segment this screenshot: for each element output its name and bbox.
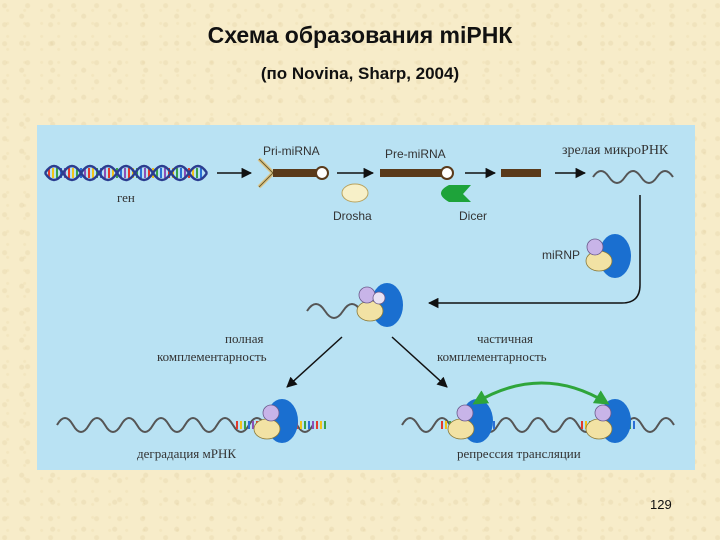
mirnp-on-mrna-left	[447, 399, 493, 443]
pre-mirna-hairpin	[380, 166, 454, 180]
mature-mirna-label: зрелая микроРНК	[562, 143, 669, 158]
mirnp-with-mirna	[306, 283, 403, 327]
pri-mirna-hairpin	[257, 157, 329, 189]
full-complementarity-label-line2: комплементарность	[157, 349, 267, 364]
page-number: 129	[650, 497, 672, 512]
arrow-to-full-complementarity	[286, 336, 343, 388]
degradation-label: деградация мРНК	[137, 446, 236, 461]
drosha-protein	[341, 183, 369, 203]
partial-complementarity-label-line1: частичная	[477, 331, 533, 346]
gene-dna-helix	[43, 164, 209, 182]
slide-title: Схема образования miРНК	[207, 22, 513, 48]
mirnp-on-mrna-degradation	[253, 399, 298, 443]
arrow-mature-to-mirnp-curve	[427, 195, 641, 309]
partial-complementarity-label-line2: комплементарность	[437, 349, 547, 364]
full-complementarity-label-line1: полная	[225, 331, 264, 346]
pre-mirna-label: Pre-miRNA	[385, 147, 446, 161]
mirnp-complex	[585, 234, 631, 278]
mirnp-label: miRNP	[542, 248, 580, 262]
mature-mirna-strand	[592, 170, 674, 184]
arrow-to-partial-complementarity	[391, 336, 448, 388]
green-double-arrow	[472, 381, 610, 405]
mirna-duplex	[501, 169, 541, 177]
dicer-protein	[441, 185, 471, 202]
dicer-label: Dicer	[459, 209, 487, 223]
drosha-label: Drosha	[333, 209, 372, 223]
slide-subtitle: (по Novina, Sharp, 2004)	[260, 64, 460, 83]
mirna-biogenesis-diagram: ген Pri-miRNA Drosha Pre-miRNA Dicer зре…	[37, 125, 695, 470]
repression-label: репрессия трансляции	[457, 446, 581, 461]
pri-mirna-label: Pri-miRNA	[263, 144, 320, 158]
gene-label: ген	[117, 190, 135, 205]
mirnp-on-mrna-right	[585, 399, 631, 443]
